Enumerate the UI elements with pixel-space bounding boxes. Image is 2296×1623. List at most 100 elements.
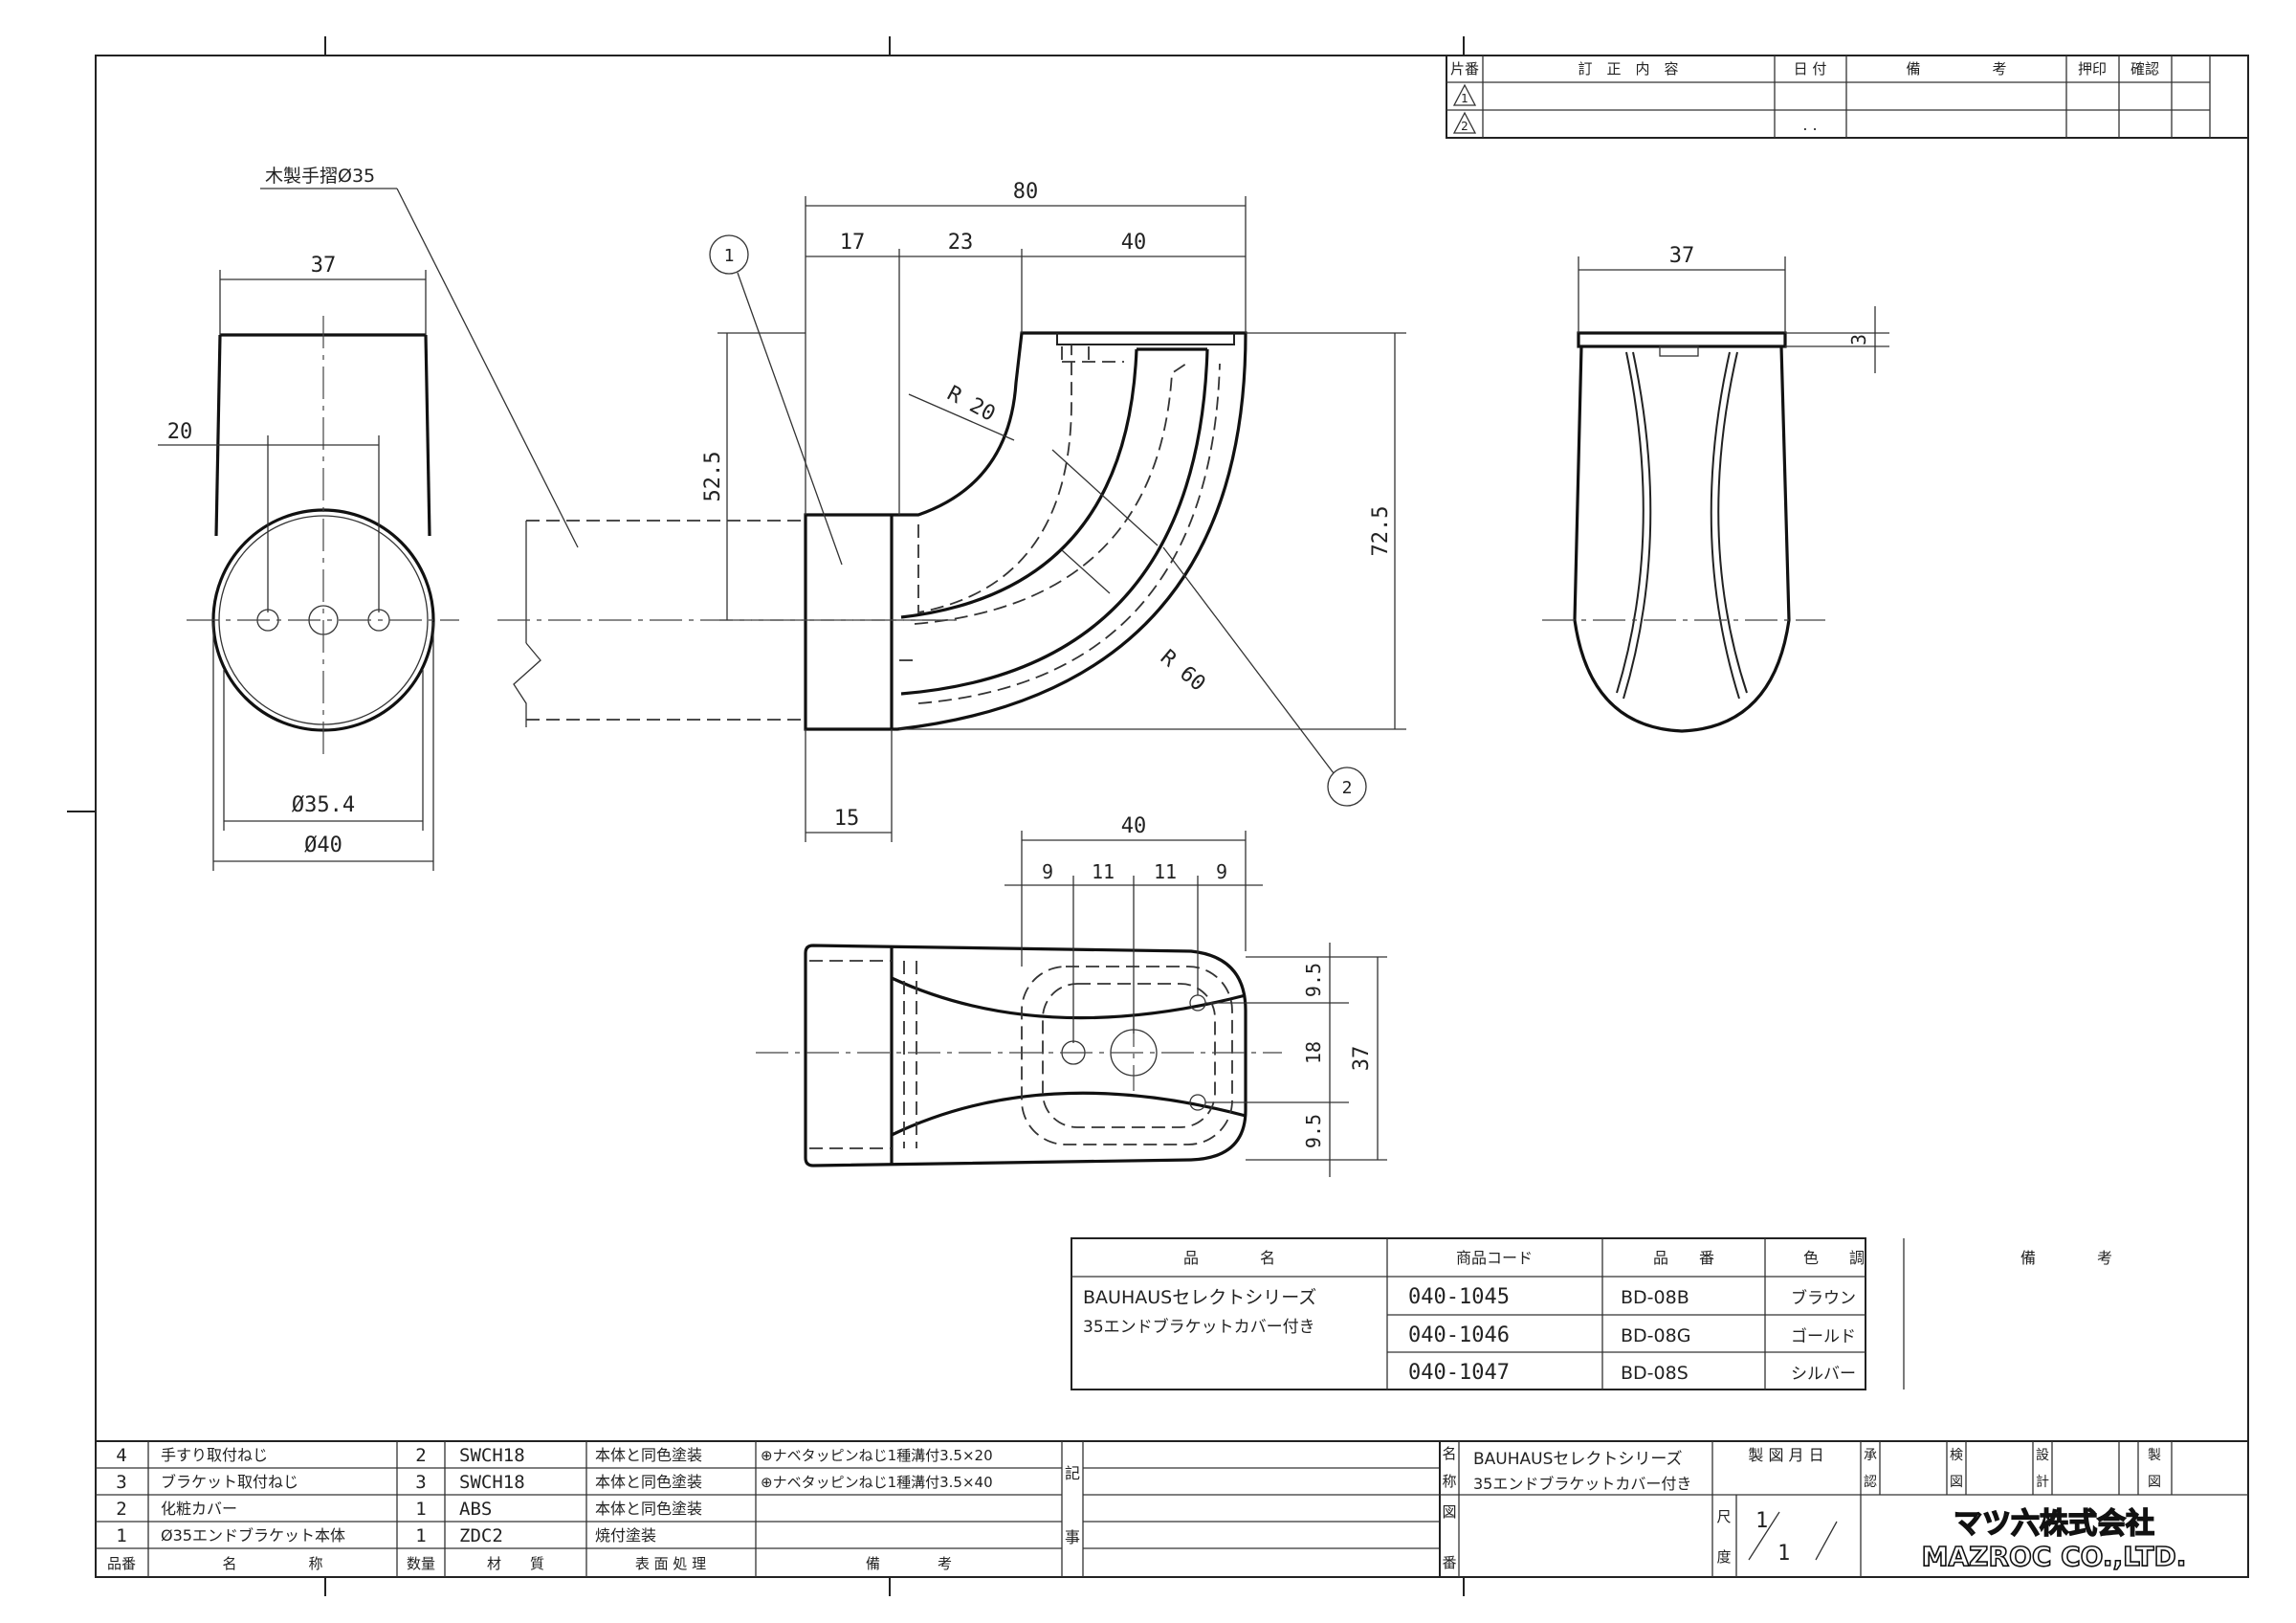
tb-name-line1: BAUHAUSセレクトシリーズ <box>1473 1450 1683 1469</box>
tb-drawing-label-1: 図 <box>1442 1503 1456 1521</box>
prod-header-color: 色 調 <box>1803 1249 1865 1267</box>
dim-bot-11a: 11 <box>1092 860 1115 883</box>
tb-draft-2: 図 <box>2148 1475 2161 1490</box>
title-block: 名 称 BAUHAUSセレクトシリーズ 35エンドブラケットカバー付き 図 番 … <box>1440 1441 2248 1577</box>
dim-bot-9a: 9 <box>1042 860 1053 883</box>
dim-side-23: 23 <box>948 231 974 255</box>
prod-header-part: 品 番 <box>1653 1249 1714 1267</box>
front-view-dimensions: 37 20 Ø35.4 Ø40 <box>158 254 434 871</box>
dim-bot-18: 18 <box>1302 1041 1325 1064</box>
dim-front-d40: Ø40 <box>304 834 342 857</box>
prod-header-remarks: 備 考 <box>2020 1249 2112 1267</box>
tb-date-label: 製 図 月 日 <box>1748 1446 1823 1464</box>
tb-inspect-1: 検 <box>1950 1448 1963 1463</box>
tb-drawing-label-2: 番 <box>1442 1554 1456 1571</box>
handrail-callout: 木製手摺Ø35 <box>260 166 579 548</box>
tb-scale-den: 1 <box>1777 1542 1790 1566</box>
parts-list: 記 事 4 手すり取付ねじ 2 SWCH18 本体と同色塗装 ⊕ナベタッピンねじ… <box>96 1440 2248 1577</box>
rev-header-check: 確認 <box>2130 60 2159 78</box>
front-view <box>187 316 459 756</box>
part-4-finish: 本体と同色塗装 <box>595 1446 702 1464</box>
sheet-frame <box>67 36 2249 1596</box>
part-2-name: 化粧カバー <box>161 1500 237 1518</box>
balloon-1-label: 1 <box>724 246 735 266</box>
prod-header-code: 商品コード <box>1456 1249 1533 1267</box>
prod-code-3: 040-1047 <box>1408 1361 1510 1385</box>
prod-code-1: 040-1045 <box>1408 1285 1510 1309</box>
rev-header-date: 日 付 <box>1794 60 1827 78</box>
parts-header-finish: 表 面 処 理 <box>635 1555 706 1572</box>
tb-inspect-2: 図 <box>1950 1475 1963 1490</box>
part-3-qty: 3 <box>415 1472 426 1493</box>
rev-date-2: . . <box>1802 116 1817 134</box>
dim-front-d354: Ø35.4 <box>292 793 355 817</box>
part-4-qty: 2 <box>415 1445 426 1466</box>
dim-side-r20: R 20 <box>943 382 1000 427</box>
part-1-name: Ø35エンドブラケット本体 <box>161 1526 345 1545</box>
tb-scale-label-2: 度 <box>1716 1548 1731 1566</box>
dim-side-525: 52.5 <box>701 452 725 502</box>
dim-side-725: 72.5 <box>1369 506 1393 557</box>
prod-color-3: シルバー <box>1791 1365 1856 1384</box>
dim-front-37: 37 <box>311 254 337 278</box>
part-4-material: SWCH18 <box>459 1445 525 1466</box>
part-1-no: 1 <box>116 1525 126 1546</box>
dim-bot-37: 37 <box>1350 1046 1374 1072</box>
parts-header-remarks: 備 考 <box>866 1555 952 1572</box>
tb-name-line2: 35エンドブラケットカバー付き <box>1473 1475 1691 1493</box>
memo-label-bottom: 事 <box>1065 1528 1080 1546</box>
part-2-material: ABS <box>459 1499 492 1520</box>
tb-scale-label-1: 尺 <box>1716 1508 1731 1525</box>
tb-scale-num: 1 <box>1755 1509 1768 1533</box>
balloon-2 <box>1327 767 1367 807</box>
company-name-jp: マツ六株式会社 <box>1954 1507 2154 1541</box>
part-1-material: ZDC2 <box>459 1525 503 1546</box>
right-view-dimensions: 37 3 <box>1578 244 1889 373</box>
parts-header-qty: 数量 <box>407 1555 435 1572</box>
dim-right-3: 3 <box>1847 334 1870 345</box>
prod-name-line2: 35エンドブラケットカバー付き <box>1083 1317 1315 1337</box>
part-4-name: 手すり取付ねじ <box>161 1446 268 1464</box>
prod-code-2: 040-1046 <box>1408 1323 1510 1347</box>
tb-approval-2: 認 <box>1864 1475 1877 1490</box>
handrail-label: 木製手摺Ø35 <box>265 166 375 187</box>
rev-triangle-1 <box>1452 83 1477 106</box>
prod-part-2: BD-08G <box>1621 1325 1690 1346</box>
side-view <box>497 331 1247 731</box>
dim-side-80: 80 <box>1013 180 1039 204</box>
part-3-material: SWCH18 <box>459 1472 525 1493</box>
rev-header-remarks: 備 考 <box>1906 60 2006 78</box>
part-3-note: ⊕ナベタッピンねじ1種溝付3.5×40 <box>761 1474 993 1491</box>
rev-mark-2: 2 <box>1461 120 1468 133</box>
dim-front-20: 20 <box>167 420 193 444</box>
rev-header-content: 訂 正 内 容 <box>1578 60 1678 78</box>
bottom-view-dimensions: 40 9 11 11 9 9.5 18 9.5 37 <box>1004 814 1387 1177</box>
parts-header-name: 名 称 <box>222 1555 322 1572</box>
dim-bot-95b: 9.5 <box>1302 1114 1325 1148</box>
part-3-name: ブラケット取付ねじ <box>161 1473 298 1491</box>
dim-bot-95a: 9.5 <box>1302 963 1325 997</box>
dim-side-40: 40 <box>1121 231 1147 255</box>
part-3-no: 3 <box>116 1472 126 1493</box>
prod-header-name: 品 名 <box>1183 1249 1275 1267</box>
tb-approval-1: 承 <box>1864 1448 1877 1463</box>
rev-header-stamp: 押印 <box>2078 60 2107 78</box>
part-1-finish: 焼付塗装 <box>595 1526 656 1545</box>
part-1-qty: 1 <box>415 1525 426 1546</box>
right-view <box>1542 331 1825 733</box>
prod-part-3: BD-08S <box>1621 1363 1689 1384</box>
dim-bot-40: 40 <box>1121 814 1147 838</box>
side-view-dimensions: 80 17 23 40 52.5 72.5 15 R 20 R 60 1 2 <box>701 180 1406 842</box>
tb-design-2: 計 <box>2036 1475 2049 1490</box>
tb-draft-1: 製 <box>2148 1448 2161 1463</box>
prod-part-1: BD-08B <box>1621 1287 1689 1308</box>
company-logo: マツ六株式会社 MAZROC CO.,LTD. <box>1921 1506 2187 1573</box>
part-2-no: 2 <box>116 1499 126 1520</box>
product-table: 品 名 商品コード 品 番 色 調 備 考 BAUHAUSセレクトシリーズ 35… <box>1071 1237 2112 1390</box>
tb-name-label-1: 名 <box>1442 1445 1456 1462</box>
balloon-1 <box>709 234 749 275</box>
dim-side-17: 17 <box>840 231 866 255</box>
tb-name-label-2: 称 <box>1442 1473 1456 1490</box>
revision-table: 片番 訂 正 内 容 日 付 備 考 押印 確認 1 2 . . <box>1446 55 2249 139</box>
